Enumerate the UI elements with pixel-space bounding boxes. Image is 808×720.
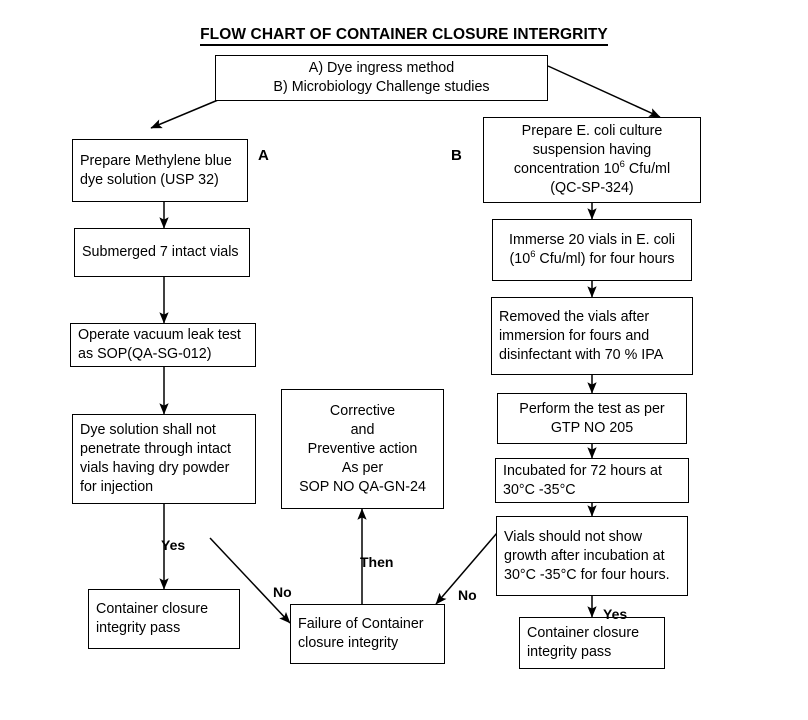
node-left-pass-text: Container closure integrity pass xyxy=(96,601,209,636)
node-vacuum-leak-test-text: Operate vacuum leak test as SOP(QA-SG-01… xyxy=(78,327,241,362)
node-prepare-ecoli-suspension-text: Prepare E. coli culture suspension havin… xyxy=(484,122,700,198)
edge-label-yes-left: Yes xyxy=(161,537,186,553)
arrow-start-to-b1 xyxy=(547,65,661,118)
edge-label-yes-right: Yes xyxy=(603,606,628,622)
node-b1-superscript: 6 xyxy=(619,158,625,170)
edge-label-then: Then xyxy=(360,554,394,570)
node-failure-text: Failure of Container closure integrity xyxy=(298,616,424,651)
page-title-text: FLOW CHART OF CONTAINER CLOSURE INTERGRI… xyxy=(200,26,608,46)
node-failure: Failure of Container closure integrity xyxy=(290,604,445,664)
node-b1-pre: Prepare E. coli culture suspension havin… xyxy=(513,123,663,177)
node-b2-post: Cfu/ml) for four hours xyxy=(535,251,675,267)
node-corrective-preventive-action-text: Corrective and Preventive action As per … xyxy=(299,402,426,495)
node-dye-solution-result-text: Dye solution shall not penetrate through… xyxy=(80,422,232,495)
node-submerged-vials-text: Submerged 7 intact vials xyxy=(82,244,239,260)
node-submerged-vials: Submerged 7 intact vials xyxy=(74,228,250,277)
node-right-pass-text: Container closure integrity pass xyxy=(527,625,640,660)
node-vials-no-growth-text: Vials should not show growth after incub… xyxy=(504,528,670,583)
node-perform-test-gtp-text: Perform the test as per GTP NO 205 xyxy=(519,400,665,436)
node-vials-no-growth: Vials should not show growth after incub… xyxy=(496,516,688,596)
node-b2-pre: Immerse 20 vials in E. coli (10 xyxy=(508,232,676,267)
node-vacuum-leak-test: Operate vacuum leak test as SOP(QA-SG-01… xyxy=(70,323,256,367)
branch-label-a: A xyxy=(258,147,269,164)
node-left-pass: Container closure integrity pass xyxy=(88,589,240,649)
node-corrective-preventive-action: Corrective and Preventive action As per … xyxy=(281,389,444,509)
node-b2-superscript: 6 xyxy=(530,248,536,260)
node-incubated-72-hours: Incubated for 72 hours at 30°C -35°C xyxy=(495,458,689,503)
node-dye-solution-result: Dye solution shall not penetrate through… xyxy=(72,414,256,504)
node-perform-test-gtp: Perform the test as per GTP NO 205 xyxy=(497,393,687,444)
node-b1-post: Cfu/ml (QC-SP-324) xyxy=(550,161,671,196)
node-incubated-72-hours-text: Incubated for 72 hours at 30°C -35°C xyxy=(503,462,662,498)
node-right-pass: Container closure integrity pass xyxy=(519,617,665,669)
branch-label-b: B xyxy=(451,147,462,164)
arrow-start-to-a1 xyxy=(150,99,219,129)
page-title: FLOW CHART OF CONTAINER CLOSURE INTERGRI… xyxy=(0,26,808,46)
edge-label-no-left: No xyxy=(273,584,292,600)
node-immerse-vials: Immerse 20 vials in E. coli (106 Cfu/ml)… xyxy=(492,219,692,281)
node-immerse-vials-text: Immerse 20 vials in E. coli (106 Cfu/ml)… xyxy=(493,231,691,269)
node-prepare-methylene-blue: Prepare Methylene blue dye solution (USP… xyxy=(72,139,248,202)
node-prepare-methylene-blue-text: Prepare Methylene blue dye solution (USP… xyxy=(80,152,232,188)
node-start: A) Dye ingress method B) Microbiology Ch… xyxy=(215,55,548,101)
node-removed-vials-disinfect: Removed the vials after immersion for fo… xyxy=(491,297,693,375)
node-start-text: A) Dye ingress method B) Microbiology Ch… xyxy=(273,60,490,95)
node-removed-vials-disinfect-text: Removed the vials after immersion for fo… xyxy=(499,308,664,363)
edge-label-no-right: No xyxy=(458,587,477,603)
node-prepare-ecoli-suspension: Prepare E. coli culture suspension havin… xyxy=(483,117,701,203)
